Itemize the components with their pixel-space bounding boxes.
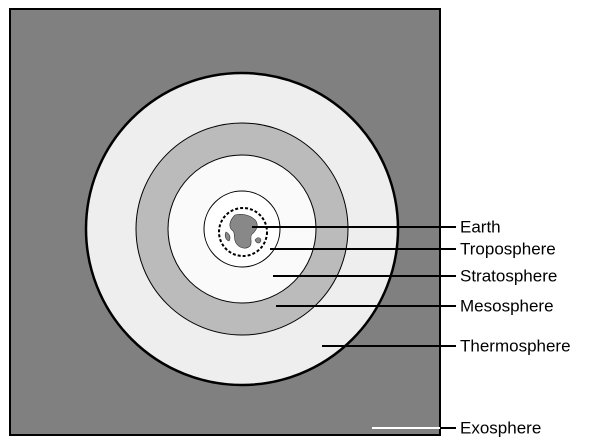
leader-lines [252, 226, 456, 347]
earth-label: Earth [460, 217, 501, 236]
earth-globe [218, 207, 268, 257]
stratosphere-label: Stratosphere [460, 266, 557, 285]
mesosphere-label: Mesosphere [460, 296, 554, 315]
thermosphere-label: Thermosphere [460, 336, 571, 355]
troposphere-label: Troposphere [460, 239, 556, 258]
exosphere-label: Exosphere [460, 418, 541, 437]
